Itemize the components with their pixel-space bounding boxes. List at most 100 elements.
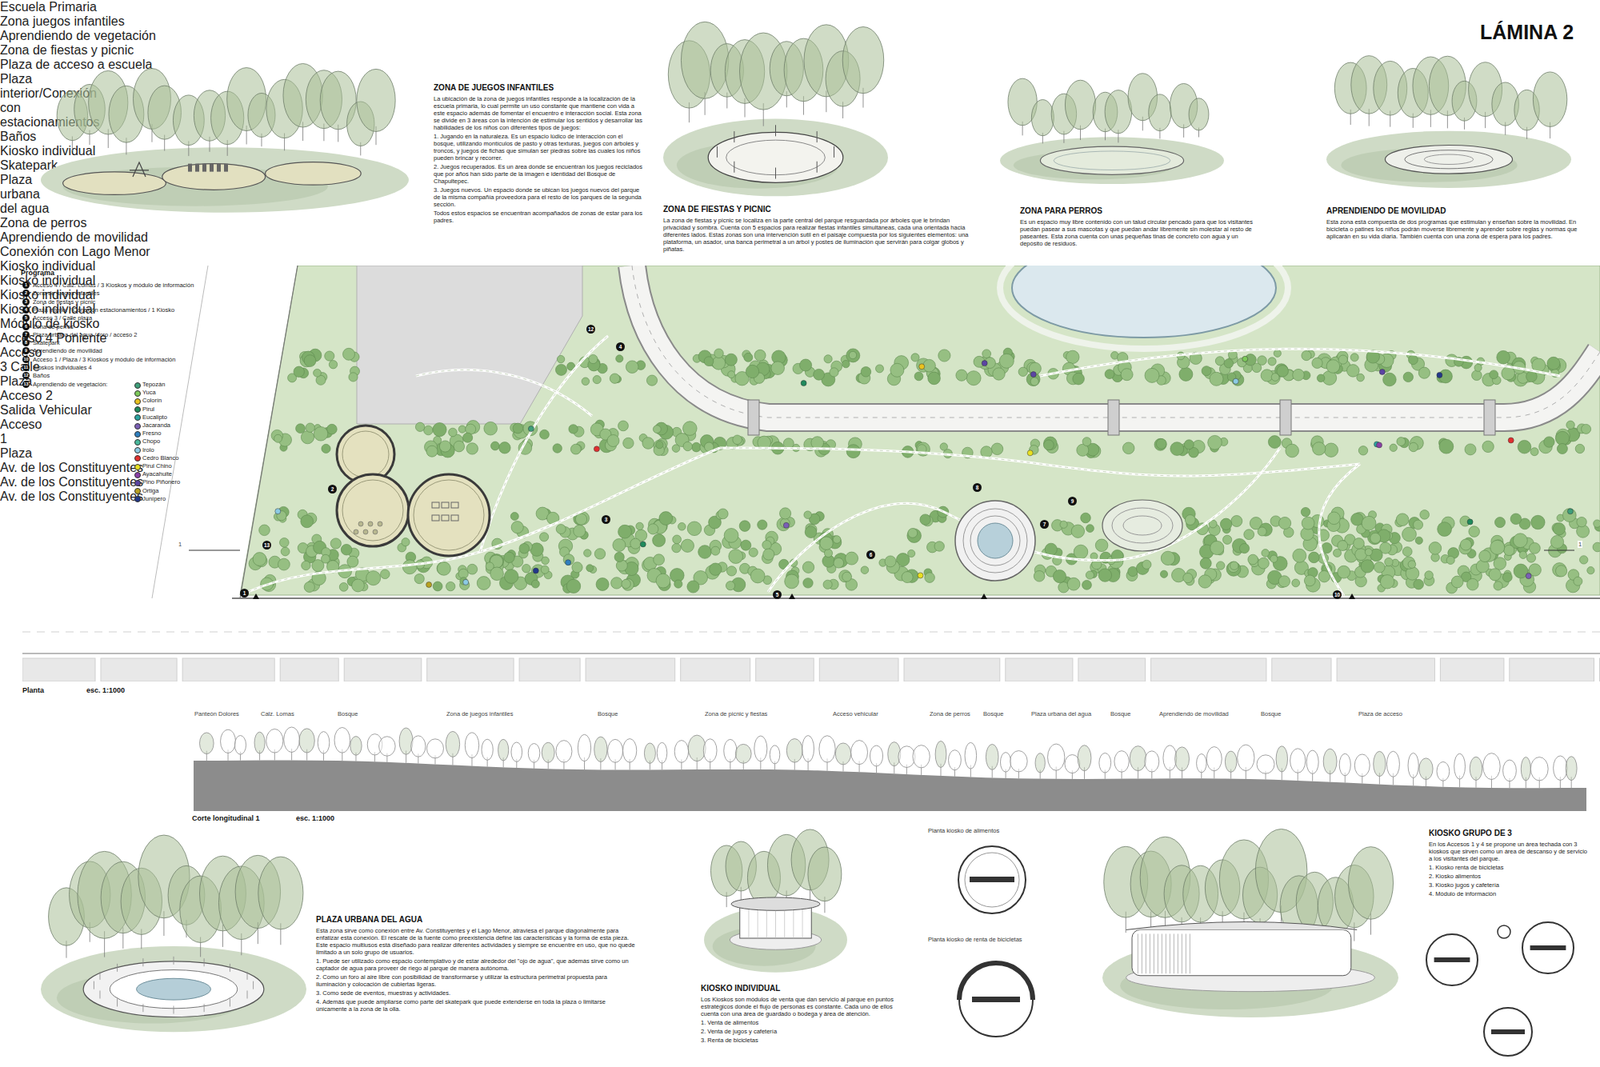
tree xyxy=(453,440,465,452)
tree xyxy=(1301,351,1312,361)
tree xyxy=(1439,439,1454,454)
section-tree-crown xyxy=(200,732,215,755)
tree xyxy=(1547,356,1560,370)
tree xyxy=(1179,367,1193,381)
tree xyxy=(1556,444,1568,455)
play-equipment xyxy=(441,515,449,521)
play-equipment xyxy=(372,529,378,535)
legend-text: Yuca xyxy=(142,388,156,396)
tree xyxy=(1467,578,1480,591)
section-tree-crown xyxy=(1000,752,1012,773)
tree xyxy=(581,377,590,386)
plaza-ring xyxy=(109,970,237,1009)
tree xyxy=(1301,516,1315,530)
water-plaza-ring xyxy=(963,508,1028,573)
road xyxy=(632,265,1600,418)
tree xyxy=(321,444,331,453)
city-block xyxy=(344,658,422,682)
play-platform xyxy=(63,172,167,196)
callout-number: 2 xyxy=(328,484,337,494)
tree xyxy=(829,368,839,377)
callout-number: 10 xyxy=(1332,590,1342,600)
tree xyxy=(1268,436,1281,449)
tree xyxy=(1496,350,1511,364)
tree-crown xyxy=(1348,847,1393,920)
tree xyxy=(890,363,904,377)
tree xyxy=(1142,560,1152,569)
tree xyxy=(1504,544,1515,556)
legend-swatch xyxy=(134,447,141,454)
tree xyxy=(1209,372,1224,386)
tree xyxy=(783,438,794,449)
callout-number: 7 xyxy=(1040,520,1049,529)
tree xyxy=(1489,370,1499,380)
tree xyxy=(621,579,631,588)
tree xyxy=(274,434,283,443)
tree xyxy=(1464,444,1476,456)
tree xyxy=(1257,356,1268,366)
section-tree-crown xyxy=(985,744,999,770)
tree xyxy=(1052,570,1066,584)
water-eye xyxy=(136,978,212,1000)
tree xyxy=(1502,572,1512,583)
section-tree-crown xyxy=(1114,751,1129,773)
tree xyxy=(1018,367,1028,376)
tree xyxy=(484,421,498,436)
tree xyxy=(1360,560,1374,573)
kiosk-plan-inner xyxy=(964,852,1020,908)
tree xyxy=(1201,366,1212,376)
pavilion-slat xyxy=(1165,933,1167,974)
legend-swatch xyxy=(134,472,141,479)
lane-line xyxy=(22,632,1600,633)
vegetation-marker xyxy=(1242,356,1248,362)
tree xyxy=(1066,350,1080,364)
tree xyxy=(842,572,852,582)
section-tree-crown xyxy=(411,736,426,757)
info-module xyxy=(1497,925,1511,939)
program-number: 4 xyxy=(22,306,30,314)
school-block xyxy=(356,265,583,424)
tree xyxy=(1474,364,1482,372)
tree xyxy=(1258,557,1270,569)
sheet-title: LÁMINA 2 xyxy=(1480,20,1574,44)
footpath xyxy=(480,336,608,552)
tree xyxy=(348,372,358,382)
tree xyxy=(1526,553,1536,563)
tree xyxy=(622,579,635,592)
tree xyxy=(1556,565,1568,577)
tree xyxy=(1490,540,1505,555)
section-label: Zona de juegos infantiles xyxy=(445,710,514,718)
tree xyxy=(522,564,532,573)
play-equipment xyxy=(224,164,228,172)
footpath xyxy=(768,503,1120,592)
tree xyxy=(1316,374,1325,383)
tree xyxy=(991,443,1004,456)
tree xyxy=(556,355,564,363)
vegetation-marker xyxy=(1379,369,1385,376)
section-tree-crown xyxy=(1224,751,1236,772)
program-item: Skatepark xyxy=(32,339,60,347)
play-area-ring xyxy=(342,480,404,541)
tree xyxy=(573,524,586,537)
tree xyxy=(860,367,872,378)
tree xyxy=(1550,535,1564,548)
vegetation-marker xyxy=(1030,372,1036,378)
plan-label: Escuela Primaria xyxy=(0,0,1600,15)
section-tree-crown xyxy=(964,742,977,769)
section-tree-crown xyxy=(556,740,572,763)
tree xyxy=(704,356,714,367)
tree xyxy=(659,512,673,526)
city-block xyxy=(1272,658,1332,682)
tree xyxy=(531,580,540,588)
tree xyxy=(415,422,424,432)
tree xyxy=(1566,420,1575,429)
tree xyxy=(1350,353,1359,362)
pavilion-slat xyxy=(1189,933,1191,974)
city-block xyxy=(1078,658,1146,682)
tree xyxy=(304,355,316,368)
lake-shore xyxy=(1000,265,1288,349)
section-tree-crown xyxy=(1099,752,1112,773)
tree xyxy=(1552,523,1565,536)
tree xyxy=(711,546,720,556)
